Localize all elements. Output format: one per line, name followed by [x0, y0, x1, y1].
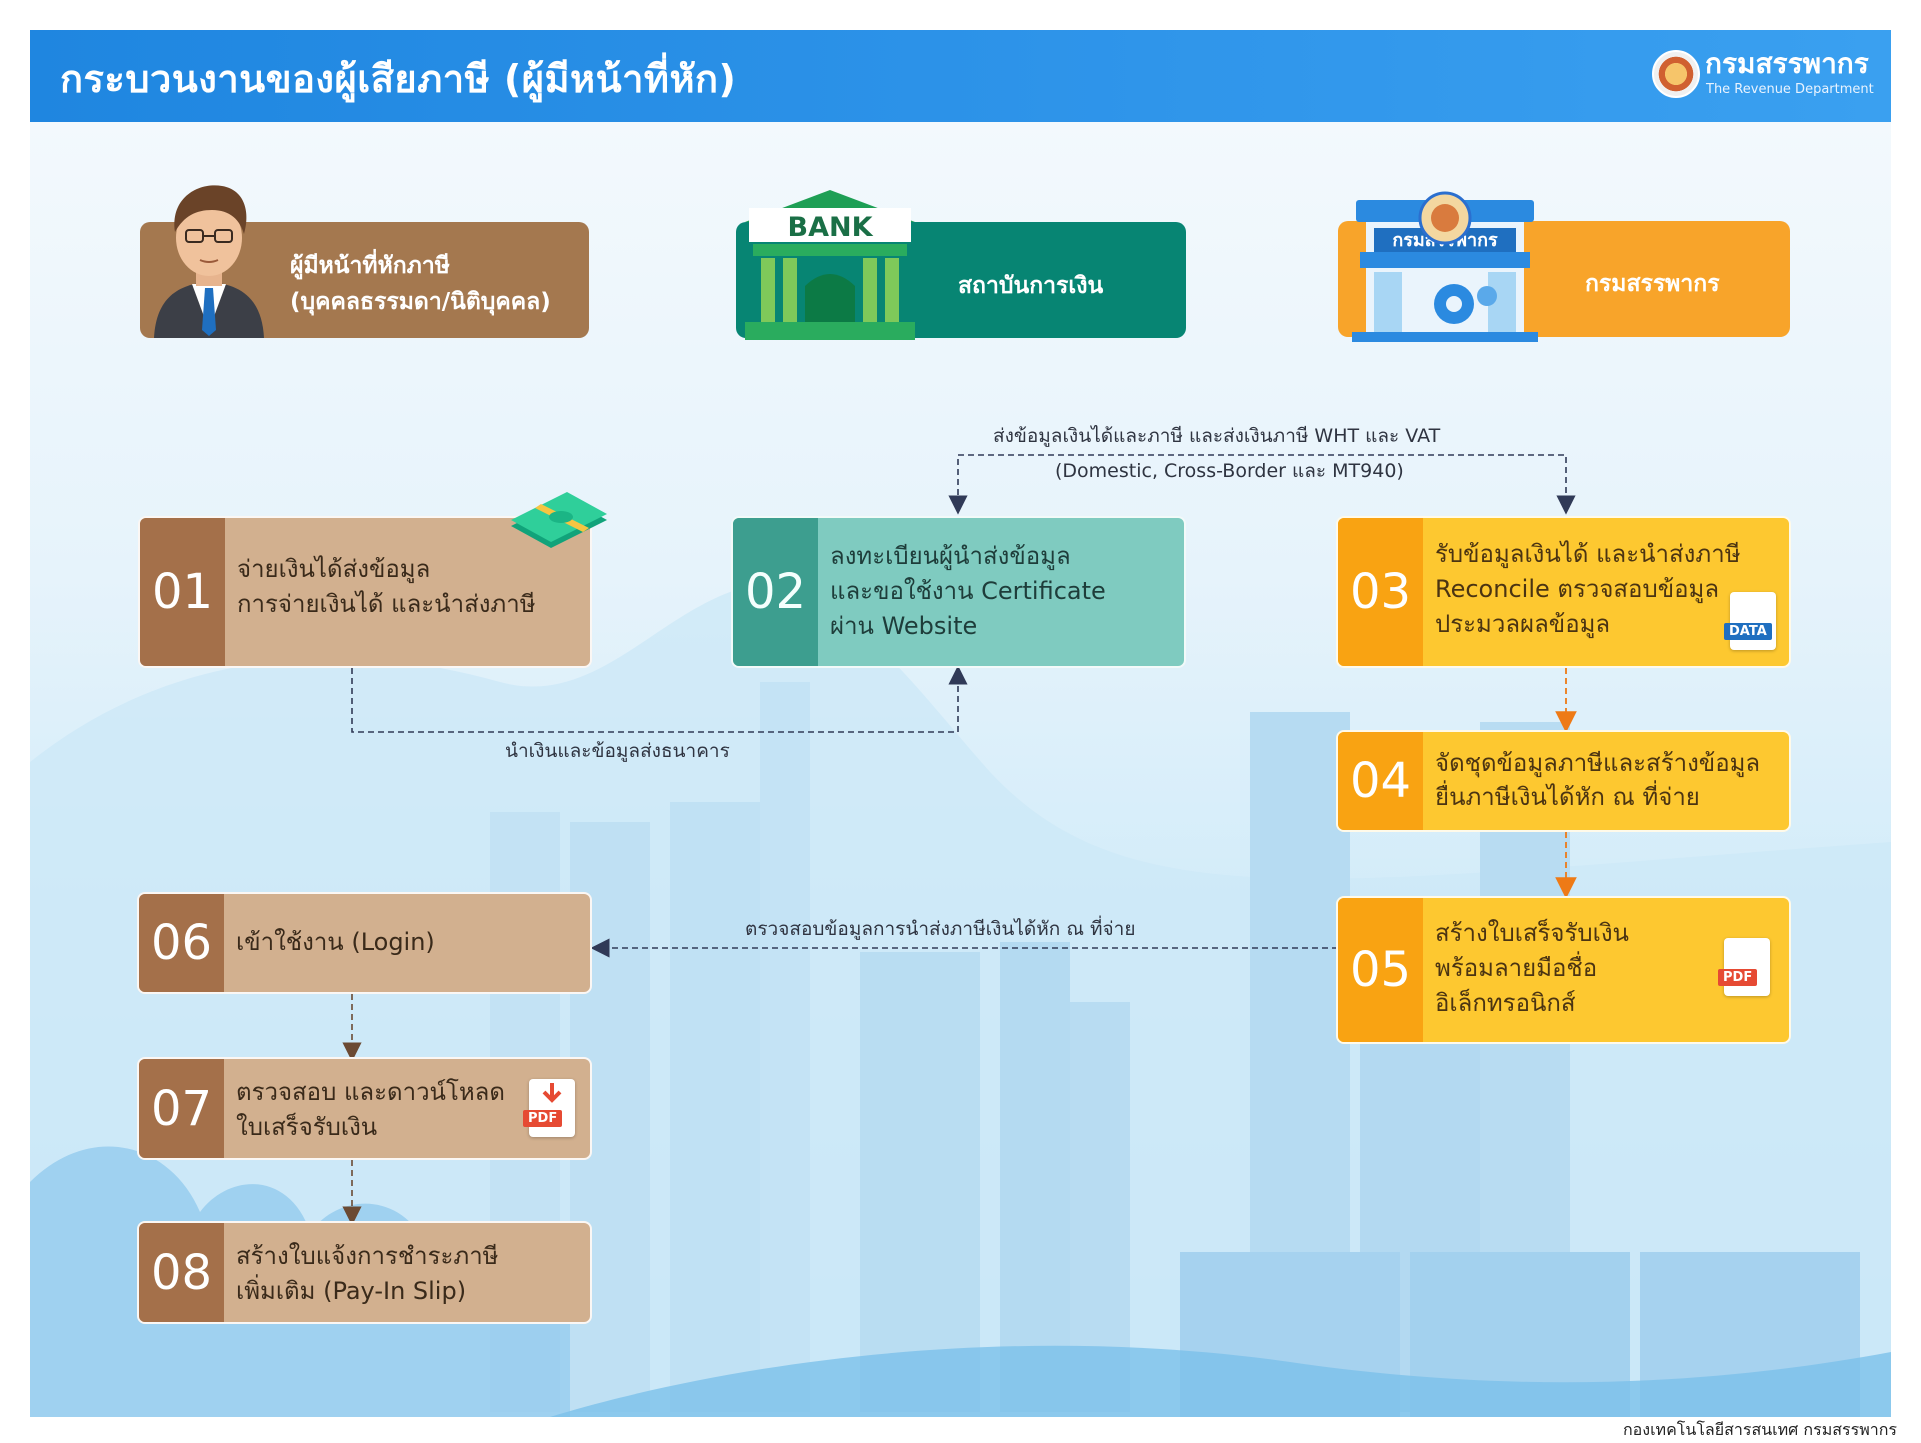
payer-bank-label: นำเงินและข้อมูลส่งธนาคาร	[505, 740, 730, 762]
logo-name-th: กรมสรรพากร	[1705, 47, 1869, 80]
page-title: กระบวนงานของผู้เสียภาษี (ผู้มีหน้าที่หัก…	[60, 57, 737, 101]
revenue-seal-icon	[1652, 50, 1700, 98]
step-04-line1: จัดชุดข้อมูลภาษีและสร้างข้อมูล	[1435, 749, 1761, 777]
data-file-tag: DATA	[1724, 623, 1772, 640]
step-04-line2: ยื่นภาษีเงินได้หัก ณ ที่จ่าย	[1435, 783, 1700, 811]
actor-bank-label: สถาบันการเงิน	[958, 273, 1104, 299]
step-06-number: 06	[139, 894, 224, 992]
businessman-icon	[154, 185, 264, 338]
actor-payer-line1: ผู้มีหน้าที่หักภาษี	[290, 253, 450, 279]
step-07-line1: ตรวจสอบ และดาวน์โหลด	[236, 1078, 505, 1106]
data-file-icon: DATA	[1724, 592, 1776, 650]
step-05-line1: สร้างใบเสร็จรับเงิน	[1435, 919, 1629, 947]
step-07: 07 ตรวจสอบ และดาวน์โหลด ใบเสร็จรับเงิน P…	[137, 1057, 592, 1160]
step-01-line1: จ่ายเงินได้ส่งข้อมูล	[237, 555, 431, 583]
footer-credit: กองเทคโนโลยีสารสนเทศ กรมสรรพากร	[1622, 1420, 1897, 1439]
pdf-download-icon: PDF	[523, 1079, 575, 1137]
actor-rd-label: กรมสรรพากร	[1585, 271, 1720, 297]
pdf-file-icon: PDF	[1718, 938, 1770, 996]
step-02-line3: ผ่าน Website	[830, 612, 978, 640]
pdf-file-tag-07: PDF	[523, 1110, 563, 1127]
bank-rd-connector	[948, 454, 1576, 515]
bank-building-icon: BANK	[745, 190, 915, 340]
bank-rd-label-line2: (Domestic, Cross-Border และ MT940)	[1055, 460, 1404, 482]
step-05-line2: พร้อมลายมือชื่อ	[1435, 954, 1598, 982]
step-03-number: 03	[1338, 518, 1423, 666]
step-01-line2: การจ่ายเงินได้ และนำส่งภาษี	[237, 590, 536, 618]
step-03-line1: รับข้อมูลเงินได้ และนำส่งภาษี	[1435, 540, 1741, 568]
step-06: 06 เข้าใช้งาน (Login)	[137, 892, 592, 994]
bank-rd-label-line1: ส่งข้อมูลเงินได้และภาษี และส่งเงินภาษี W…	[993, 425, 1441, 447]
step-07-line2: ใบเสร็จรับเงิน	[236, 1113, 378, 1141]
pdf-file-tag-05: PDF	[1718, 969, 1758, 986]
revenue-office-icon: กรมสรรพากร	[1352, 191, 1538, 342]
step-02-number: 02	[733, 518, 818, 666]
step-06-line1: เข้าใช้งาน (Login)	[236, 928, 435, 956]
step-01-number: 01	[140, 518, 225, 666]
bank-sign: BANK	[788, 212, 874, 243]
payer-bank-connector	[351, 665, 968, 733]
step-05: 05 สร้างใบเสร็จรับเงิน พร้อมลายมือชื่อ อ…	[1336, 896, 1791, 1044]
step-07-number: 07	[139, 1059, 224, 1158]
money-bill-icon	[511, 492, 607, 548]
step-05-number: 05	[1338, 898, 1423, 1042]
step-08-line2: เพิ่มเติม (Pay-In Slip)	[236, 1277, 467, 1305]
step-04-number: 04	[1338, 732, 1423, 830]
actor-payer-line2: (บุคคลธรรมดา/นิติบุคคล)	[290, 289, 551, 315]
step-01: 01 จ่ายเงินได้ส่งข้อมูล การจ่ายเงินได้ แ…	[138, 516, 592, 668]
header-bar: กระบวนงานของผู้เสียภาษี (ผู้มีหน้าที่หัก…	[30, 30, 1891, 122]
step-04: 04 จัดชุดข้อมูลภาษีและสร้างข้อมูล ยื่นภา…	[1336, 730, 1791, 832]
step-05-line3: อิเล็กทรอนิกส์	[1435, 989, 1576, 1017]
step-08-line1: สร้างใบแจ้งการชำระภาษี	[236, 1242, 499, 1270]
logo-name-en: The Revenue Department	[1706, 82, 1874, 97]
download-arrow-icon	[542, 1083, 562, 1103]
step-03-line3: ประมวลผลข้อมูล	[1435, 610, 1611, 638]
step-02-line1: ลงทะเบียนผู้นำส่งข้อมูล	[830, 542, 1071, 570]
step-08: 08 สร้างใบแจ้งการชำระภาษี เพิ่มเติม (Pay…	[137, 1221, 592, 1324]
step-02: 02 ลงทะเบียนผู้นำส่งข้อมูล และขอใช้งาน C…	[731, 516, 1186, 668]
step-03: 03 รับข้อมูลเงินได้ และนำส่งภาษี Reconci…	[1336, 516, 1791, 668]
step-08-number: 08	[139, 1223, 224, 1322]
step-02-line2: และขอใช้งาน Certificate	[830, 577, 1106, 605]
step-03-line2: Reconcile ตรวจสอบข้อมูล	[1435, 575, 1720, 603]
rd-payer-label: ตรวจสอบข้อมูลการนำส่งภาษีเงินได้หัก ณ ที…	[745, 918, 1136, 940]
